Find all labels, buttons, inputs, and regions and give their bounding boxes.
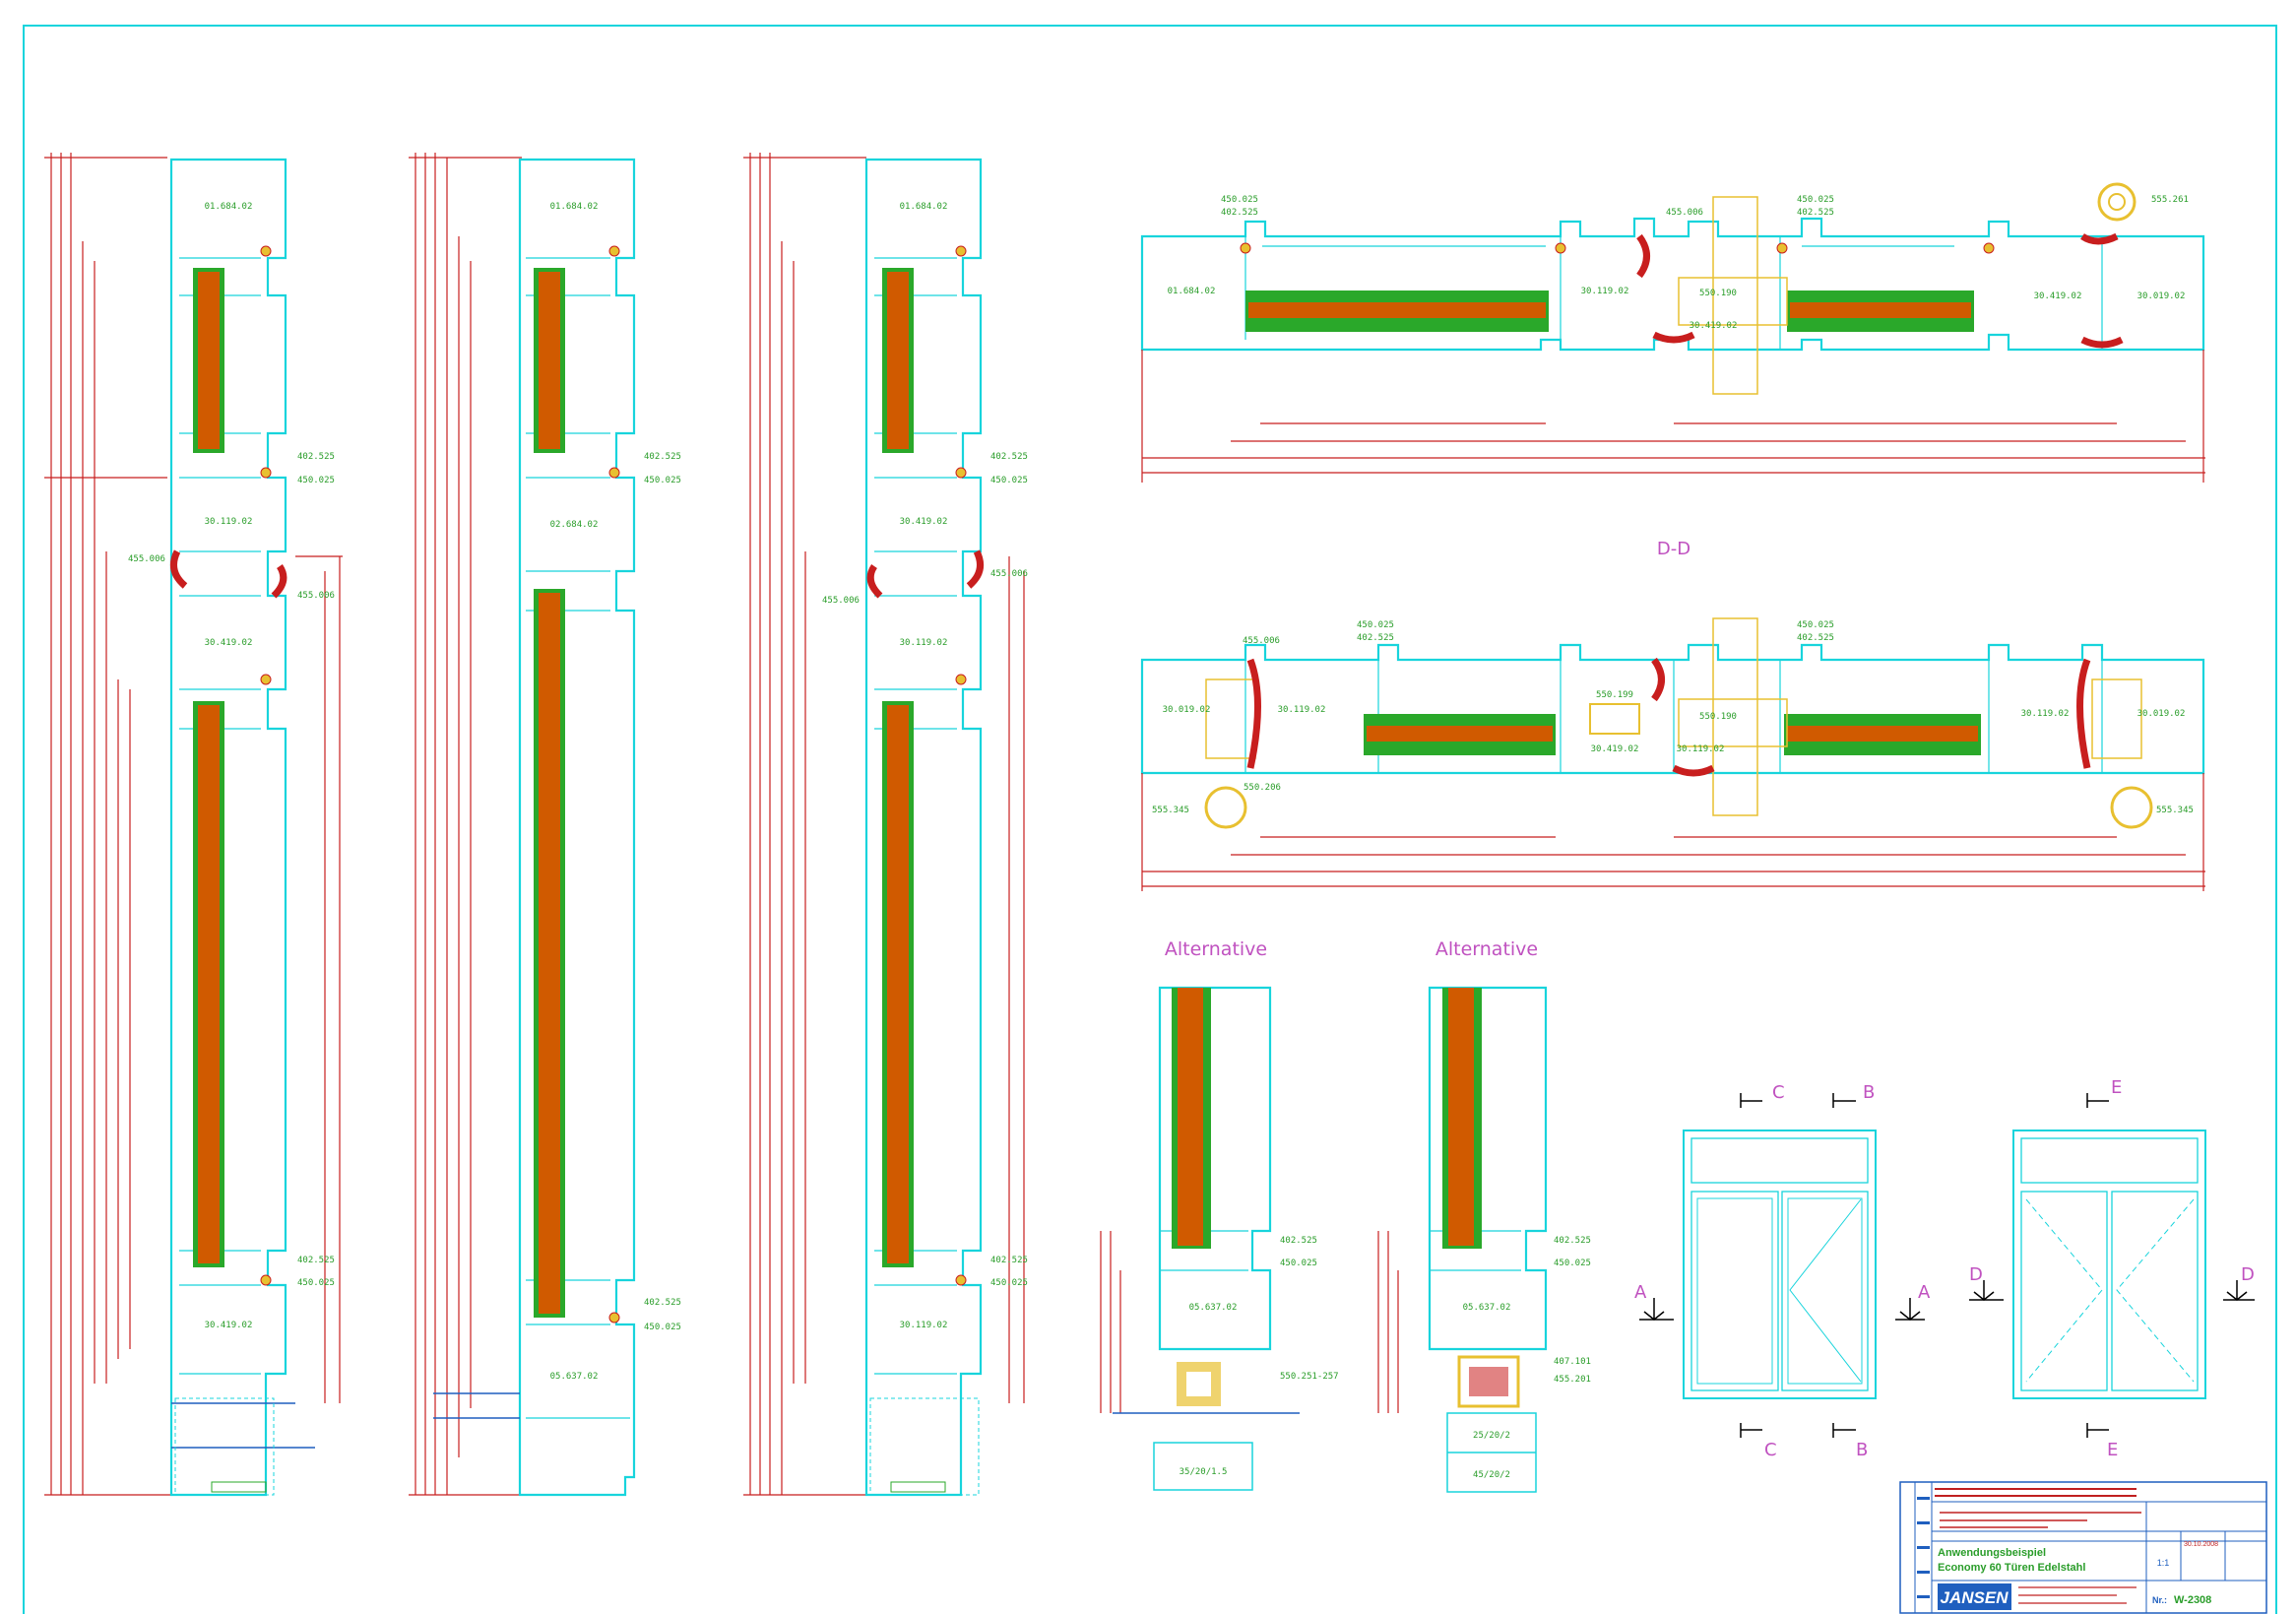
v3-profile-2: 30.419.02 — [900, 517, 948, 527]
h2-profile-7: 30.119.02 — [2021, 709, 2070, 719]
drawing-date: 30.10.2008 — [2184, 1541, 2218, 1548]
h1-profile-6: 30.019.02 — [2137, 291, 2186, 301]
v1-profile-3: 30.419.02 — [205, 638, 253, 648]
h2-profile-5: 550.190 — [1699, 712, 1737, 722]
elevation-double-door: E E D D — [1969, 1077, 2255, 1460]
cut-e-bottom: E — [2107, 1440, 2118, 1460]
v3-part-450025-low: 450.025 — [990, 1278, 1028, 1288]
alt1-profile: 05.637.02 — [1189, 1303, 1238, 1313]
horizontal-section-1: 01.684.02 30.119.02 550.190 30.419.02 30… — [1140, 182, 2205, 483]
h1-profile-1: 01.684.02 — [1168, 287, 1216, 296]
v2-profile-2: 02.684.02 — [550, 520, 599, 530]
alt2-part-450025: 450.025 — [1554, 1259, 1591, 1268]
scale-value: 1:1 — [2157, 1558, 2170, 1568]
h1-profile-5: 30.419.02 — [2034, 291, 2082, 301]
alternative-label-1: Alternative — [1165, 938, 1267, 960]
horizontal-section-2: 30.019.02 30.119.02 550.199 30.419.02 55… — [1140, 617, 2205, 891]
sheet-border — [23, 25, 2277, 1614]
h2-part-555345-right: 555.345 — [2156, 806, 2194, 815]
cut-b-bottom: B — [1856, 1440, 1868, 1460]
h2-part-450025-b: 450.025 — [1797, 620, 1834, 630]
h2-part-550206: 550.206 — [1244, 783, 1281, 793]
v1-part-455006-right: 455.006 — [297, 591, 335, 601]
h2-profile-3: 550.199 — [1596, 690, 1633, 700]
v3-part-402525: 402.525 — [990, 452, 1028, 462]
v2-part-450025-low: 450.025 — [644, 1323, 681, 1332]
h1-profile-4: 30.419.02 — [1690, 321, 1738, 331]
h2-profile-6: 30.119.02 — [1677, 744, 1725, 754]
v1-part-450025-low: 450.025 — [297, 1278, 335, 1288]
drawing-number: W-2308 — [2174, 1594, 2211, 1606]
alt1-bottom-profile: 35/20/1.5 — [1180, 1467, 1228, 1477]
alt2-bottom-profile-2: 45/20/2 — [1473, 1470, 1510, 1480]
v3-part-402525-low: 402.525 — [990, 1256, 1028, 1265]
alt1-part-450025: 450.025 — [1280, 1259, 1317, 1268]
v3-profile-4: 30.119.02 — [900, 1321, 948, 1330]
h2-part-555345-left: 555.345 — [1152, 806, 1189, 815]
alt2-part-455201: 455.201 — [1554, 1375, 1591, 1385]
h1-profile-2: 30.119.02 — [1581, 287, 1629, 296]
alt1-part-402525: 402.525 — [1280, 1236, 1317, 1246]
cut-d-right: D — [2241, 1264, 2255, 1285]
v2-part-450025: 450.025 — [644, 476, 681, 485]
v1-profile-2: 30.119.02 — [205, 517, 253, 527]
section-label-dd: D-D — [1657, 539, 1690, 559]
h1-part-402525: 402.525 — [1221, 208, 1258, 218]
v2-part-402525: 402.525 — [644, 452, 681, 462]
alternative-label-2: Alternative — [1435, 938, 1538, 960]
alternative-section-2: Alternative 25/20/2 45/20/2 05.637.02 40… — [1377, 938, 1591, 1493]
v3-profile-3: 30.119.02 — [900, 638, 948, 648]
title-line-2: Economy 60 Türen Edelstahl — [1938, 1562, 2085, 1574]
cut-d-left: D — [1969, 1264, 1983, 1285]
brand-logo: JANSEN — [1941, 1588, 2009, 1607]
cut-c-top: C — [1772, 1082, 1785, 1103]
v3-profile-1: 01.684.02 — [900, 202, 948, 212]
cut-e-top: E — [2111, 1077, 2122, 1098]
h1-part-455006: 455.006 — [1666, 208, 1703, 218]
alt2-part-407101: 407.101 — [1554, 1357, 1591, 1367]
h1-part-450025: 450.025 — [1221, 195, 1258, 205]
v2-profile-3: 05.637.02 — [550, 1372, 599, 1382]
alternative-section-1: Alternative 35/20/1.5 05.637.02 402.525 … — [1100, 938, 1339, 1491]
h2-part-450025: 450.025 — [1357, 620, 1394, 630]
cut-a-left: A — [1634, 1282, 1647, 1303]
h2-part-455006: 455.006 — [1243, 636, 1280, 646]
vertical-section-2: 01.684.02 02.684.02 05.637.02 402.525 45… — [409, 153, 681, 1497]
alt1-part-550251: 550.251-257 — [1280, 1372, 1339, 1382]
v2-part-402525-low: 402.525 — [644, 1298, 681, 1308]
h1-part-450025-b: 450.025 — [1797, 195, 1834, 205]
alt2-profile: 05.637.02 — [1463, 1303, 1511, 1313]
drawing-no-label: Nr.: — [2152, 1595, 2167, 1605]
cut-a-right: A — [1918, 1282, 1931, 1303]
v1-part-455006-left: 455.006 — [128, 554, 165, 564]
h1-part-402525-b: 402.525 — [1797, 208, 1834, 218]
alt2-part-402525: 402.525 — [1554, 1236, 1591, 1246]
h1-profile-3: 550.190 — [1699, 289, 1737, 298]
cut-b-top: B — [1863, 1082, 1875, 1103]
v3-part-450025: 450.025 — [990, 476, 1028, 485]
v1-profile-4: 30.419.02 — [205, 1321, 253, 1330]
h2-profile-8: 30.019.02 — [2137, 709, 2186, 719]
v1-part-402525: 402.525 — [297, 452, 335, 462]
h2-profile-2: 30.119.02 — [1278, 705, 1326, 715]
title-line-1: Anwendungsbeispiel — [1938, 1547, 2046, 1559]
vertical-section-3: 01.684.02 30.419.02 30.119.02 30.119.02 … — [743, 153, 1028, 1497]
alt2-bottom-profile-1: 25/20/2 — [1473, 1431, 1510, 1441]
v2-profile-1: 01.684.02 — [550, 202, 599, 212]
v3-part-455006-right: 455.006 — [990, 569, 1028, 579]
v3-part-455006-left: 455.006 — [822, 596, 860, 606]
v1-profile-1: 01.684.02 — [205, 202, 253, 212]
elevation-single-door: C B C B A A — [1634, 1082, 1931, 1460]
h2-profile-1: 30.019.02 — [1163, 705, 1211, 715]
vertical-section-1: 01.684.02 30.119.02 30.419.02 30.419.02 … — [44, 153, 343, 1497]
h1-part-555261: 555.261 — [2151, 195, 2189, 205]
v1-part-450025: 450.025 — [297, 476, 335, 485]
v1-part-402525-low: 402.525 — [297, 1256, 335, 1265]
h2-part-402525-b: 402.525 — [1797, 633, 1834, 643]
h2-profile-4: 30.419.02 — [1591, 744, 1639, 754]
title-block: Anwendungsbeispiel Economy 60 Türen Edel… — [1899, 1481, 2267, 1614]
h2-part-402525: 402.525 — [1357, 633, 1394, 643]
cut-c-bottom: C — [1764, 1440, 1777, 1460]
